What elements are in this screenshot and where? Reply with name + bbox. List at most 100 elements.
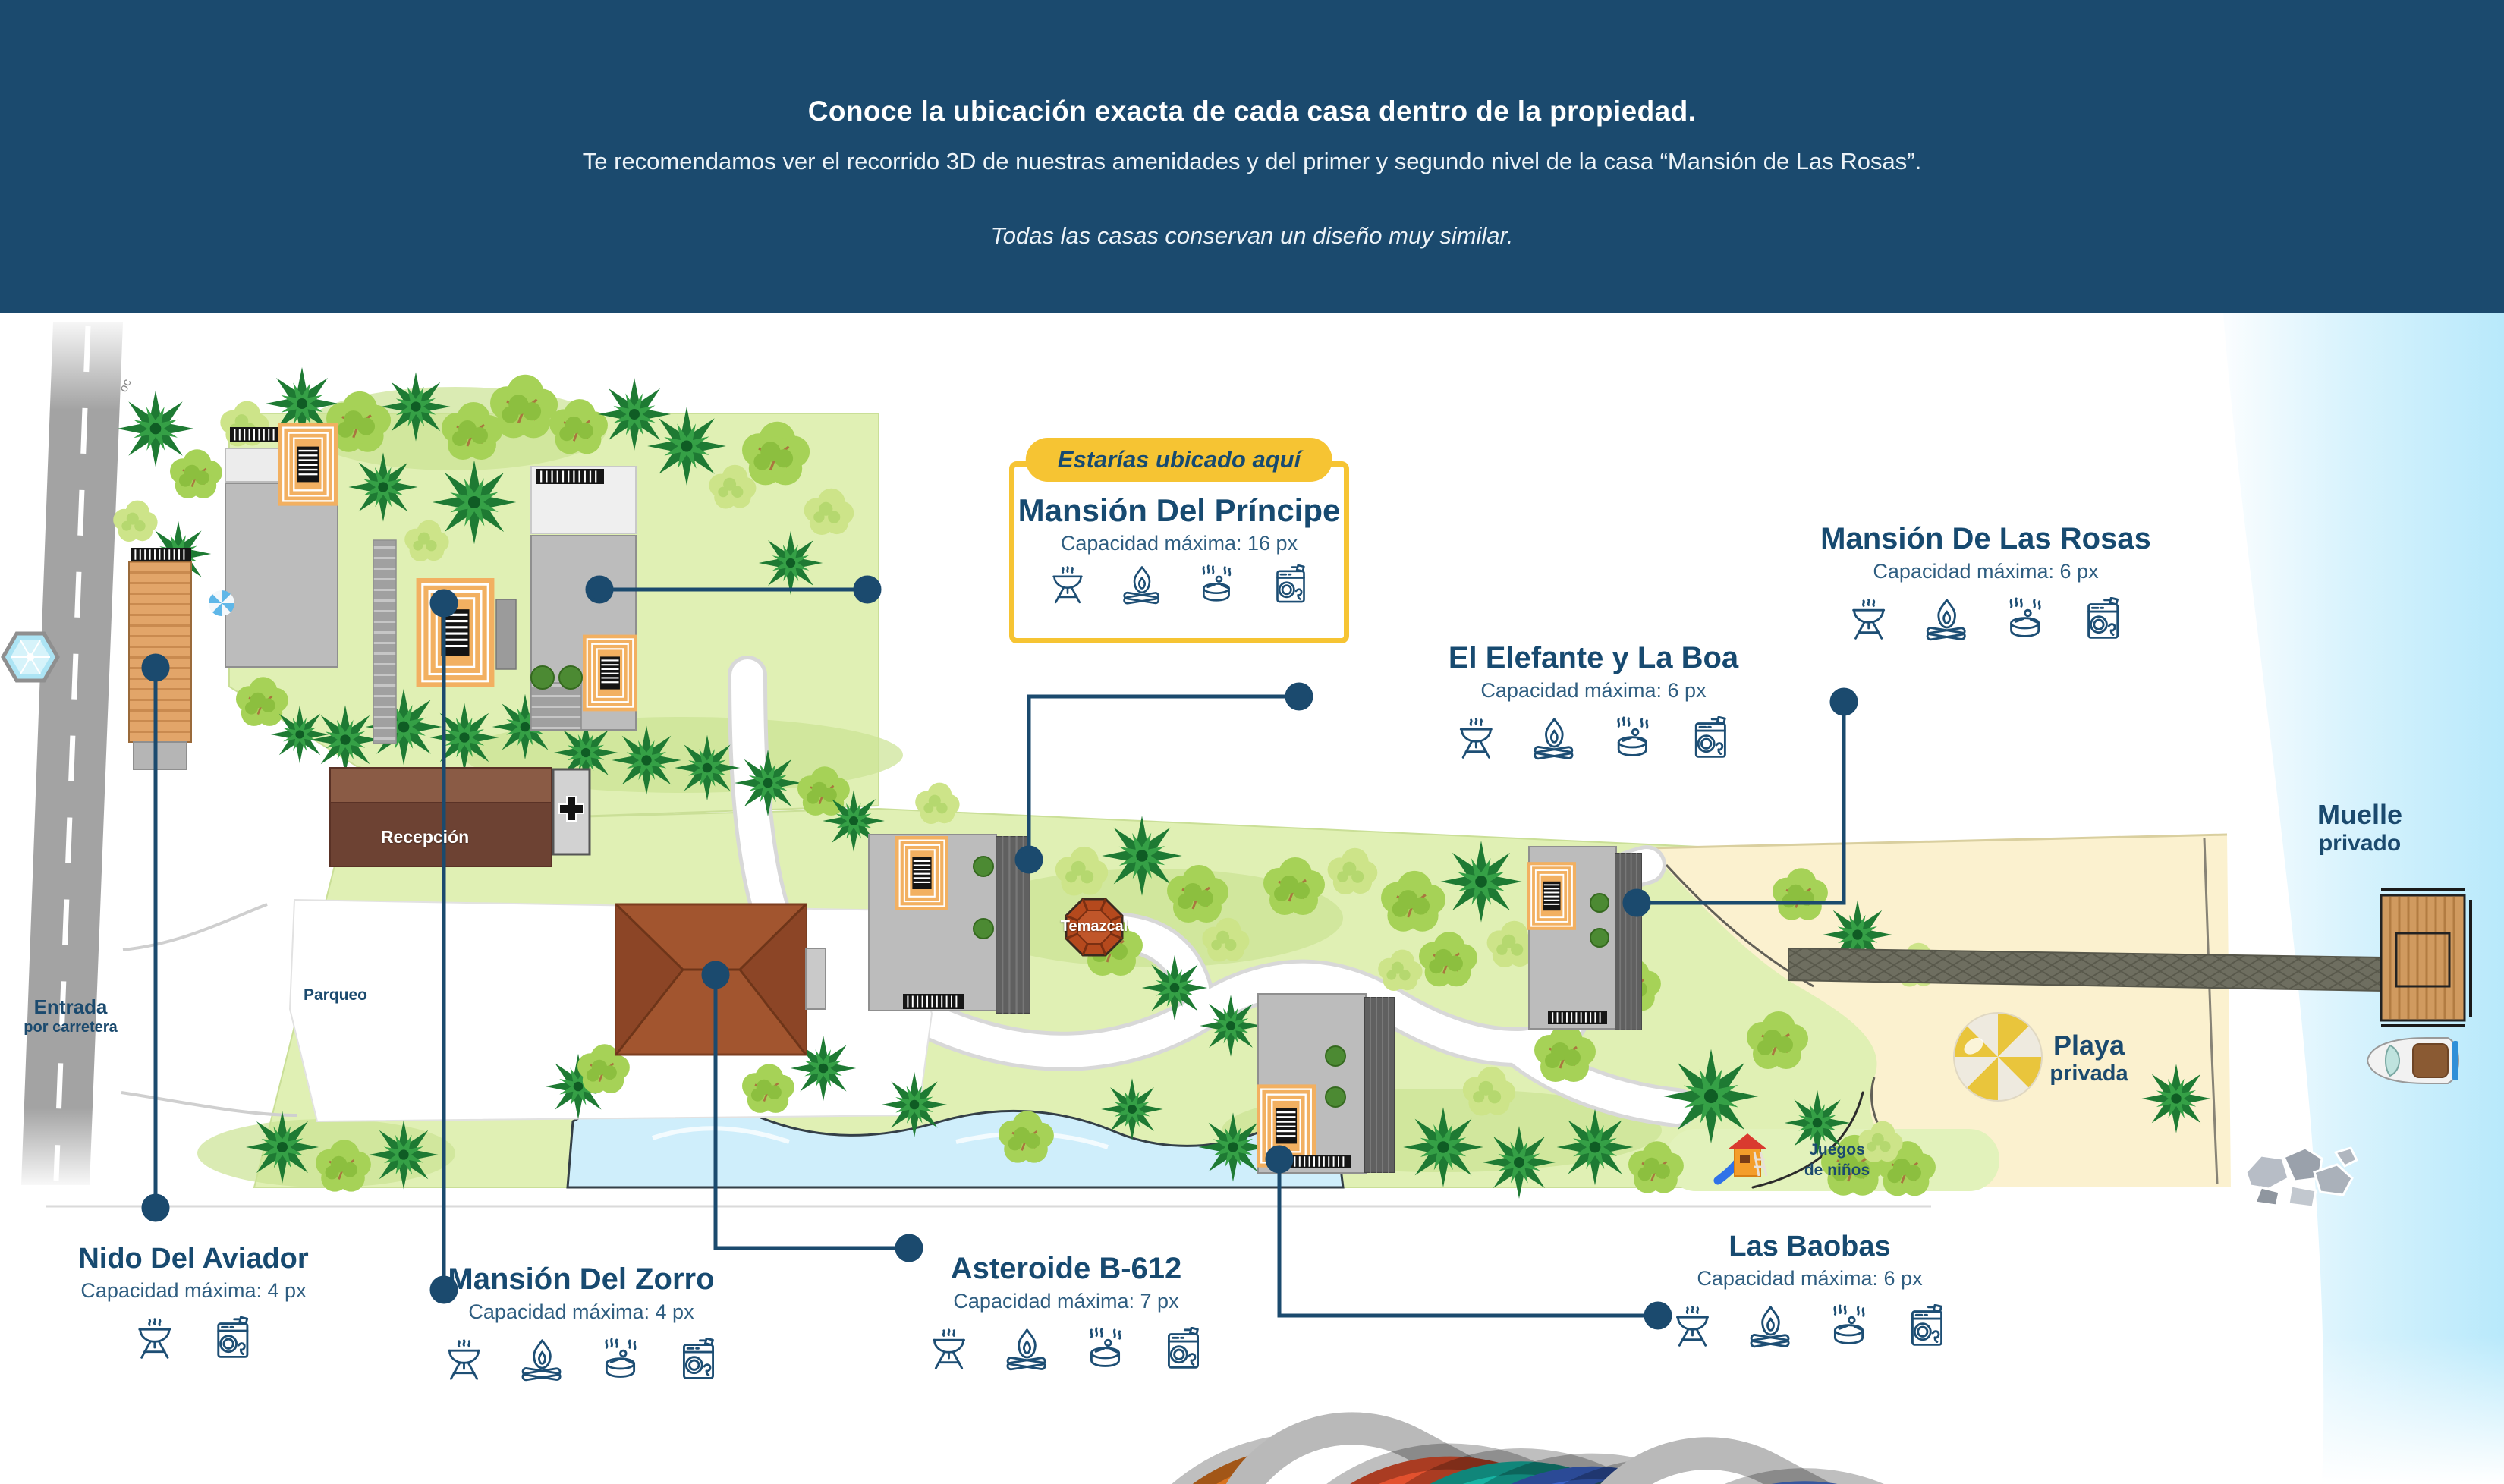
house-title-baobas: Las Baobas — [1729, 1231, 1891, 1262]
house-a — [225, 422, 338, 668]
leader-baobas — [1265, 1145, 1672, 1330]
leader-elefante — [1014, 682, 1313, 874]
playground-label: Juegos de niños — [1804, 1140, 1870, 1181]
house-label-rosas: Mansión De Las Rosas Capacidad máxima: 6… — [1820, 522, 2151, 643]
leader-nido — [141, 653, 170, 1222]
campfire-icon — [1121, 564, 1163, 607]
leader-zorro — [429, 589, 458, 1304]
page-title: Conoce la ubicación exacta de cada casa … — [807, 96, 1697, 127]
tree-icon — [1663, 1049, 1759, 1144]
amenities-nido — [78, 1316, 308, 1363]
tree-icon — [1483, 1126, 1556, 1199]
tree-icon — [369, 1120, 439, 1190]
campfire-icon — [1004, 1327, 1050, 1373]
dock-label: Muelle privado — [2317, 799, 2402, 857]
tree-icon — [381, 372, 451, 442]
temazcal-hut — [1065, 898, 1124, 957]
parking-label: Parqueo — [303, 986, 368, 1004]
tree-icon — [432, 460, 517, 545]
amenities-principe — [1014, 564, 1344, 607]
house-title-rosas: Mansión De Las Rosas — [1820, 522, 2151, 555]
tree-icon — [117, 390, 194, 467]
landmarks — [1, 590, 2472, 1209]
leader-rosas — [1622, 687, 1858, 917]
parking-cars — [602, 1346, 2222, 1484]
tree-icon — [168, 448, 224, 500]
beach-label-line2: privada — [2049, 1061, 2128, 1086]
bbq-grill-icon — [1845, 597, 1892, 643]
hot-tub-icon — [2002, 597, 2048, 643]
bbq-grill-icon — [1453, 716, 1499, 762]
house-capacity-baobas: Capacidad máxima: 6 px — [1697, 1267, 1923, 1290]
bbq-grill-icon — [1046, 564, 1089, 607]
house-asteroide — [615, 903, 826, 1056]
campfire-icon — [1747, 1304, 1794, 1350]
house-title-asteroide: Asteroide B-612 — [950, 1252, 1182, 1285]
tree-icon — [612, 725, 681, 795]
stone-path — [373, 539, 397, 744]
tree-icon — [598, 378, 671, 451]
leader-asteroide — [701, 961, 923, 1262]
bbq-grill-icon — [131, 1316, 178, 1363]
property-map: oc — [1, 313, 2504, 1484]
tree-icon — [1403, 1107, 1483, 1187]
tree-icon — [1556, 1108, 1634, 1186]
house-capacity-rosas: Capacidad máxima: 6 px — [1873, 560, 2099, 583]
reception-label: Recepción — [380, 827, 470, 847]
tree-icon — [1141, 954, 1208, 1021]
house-zorro-deck — [416, 578, 517, 687]
house-label-asteroide: Asteroide B-612 Capacidad máxima: 7 px — [926, 1252, 1206, 1373]
washer-icon — [1269, 564, 1312, 607]
tree-icon — [348, 452, 418, 522]
amenities-rosas — [1820, 597, 2151, 643]
water-area — [2185, 313, 2504, 1484]
house-card-principe: Estarías ubicado aquí Mansión Del Prínci… — [1009, 438, 1349, 643]
building-reception — [329, 767, 591, 867]
hot-tub-icon — [597, 1338, 643, 1384]
campfire-icon — [1924, 597, 1970, 643]
tree-icon — [734, 749, 802, 817]
page-subtitle: Te recomendamos ver el recorrido 3D de n… — [582, 148, 1922, 174]
entrance-label: Entrada por carretera — [24, 995, 117, 1036]
hot-tub-icon — [1609, 716, 1656, 762]
tree-icon — [1440, 841, 1522, 923]
leader-principe — [585, 575, 882, 604]
house-capacity-zorro: Capacidad máxima: 4 px — [468, 1300, 694, 1323]
tree-icon — [113, 500, 158, 542]
page-note: Todas las casas conservan un diseño muy … — [990, 222, 1514, 249]
washer-icon — [1688, 716, 1734, 762]
house-nido — [128, 548, 192, 770]
tree-icon — [915, 782, 960, 824]
tree-icon — [489, 373, 559, 440]
house-capacity-nido: Capacidad máxima: 4 px — [80, 1279, 307, 1302]
boat — [2366, 1037, 2460, 1084]
house-title-principe: Mansión Del Príncipe — [1018, 492, 1341, 528]
bbq-grill-icon — [1669, 1304, 1716, 1350]
hot-tub-icon — [1082, 1327, 1128, 1373]
campfire-icon — [519, 1338, 565, 1384]
tree-icon — [1101, 1078, 1163, 1140]
dock-label-line1: Muelle — [2317, 799, 2403, 830]
house-principe — [530, 466, 637, 731]
rocks — [2244, 1146, 2359, 1209]
leader-lines — [141, 575, 1858, 1330]
bbq-grill-icon — [926, 1327, 972, 1373]
amenities-asteroide — [926, 1327, 1206, 1373]
tree-icon — [246, 1111, 319, 1184]
house-capacity-elefante: Capacidad máxima: 6 px — [1480, 679, 1707, 702]
entrance-label-line1: Entrada — [33, 995, 108, 1018]
washer-icon — [675, 1338, 722, 1384]
tree-icon — [647, 407, 726, 486]
amenities-zorro — [441, 1338, 722, 1384]
tree-icon — [429, 703, 499, 772]
house-label-nido: Nido Del Aviador Capacidad máxima: 4 px — [78, 1243, 309, 1363]
road-marker: oc — [117, 377, 134, 395]
tree-icon — [270, 705, 329, 764]
house-capacity-asteroide: Capacidad máxima: 7 px — [953, 1290, 1179, 1313]
playground-label-line2: de niños — [1804, 1162, 1870, 1179]
tree-icon — [2141, 1064, 2211, 1133]
house-label-elefante: El Elefante y La Boa Capacidad máxima: 6… — [1449, 641, 1738, 762]
bbq-grill-icon — [441, 1338, 487, 1384]
tree-icon — [674, 734, 741, 801]
